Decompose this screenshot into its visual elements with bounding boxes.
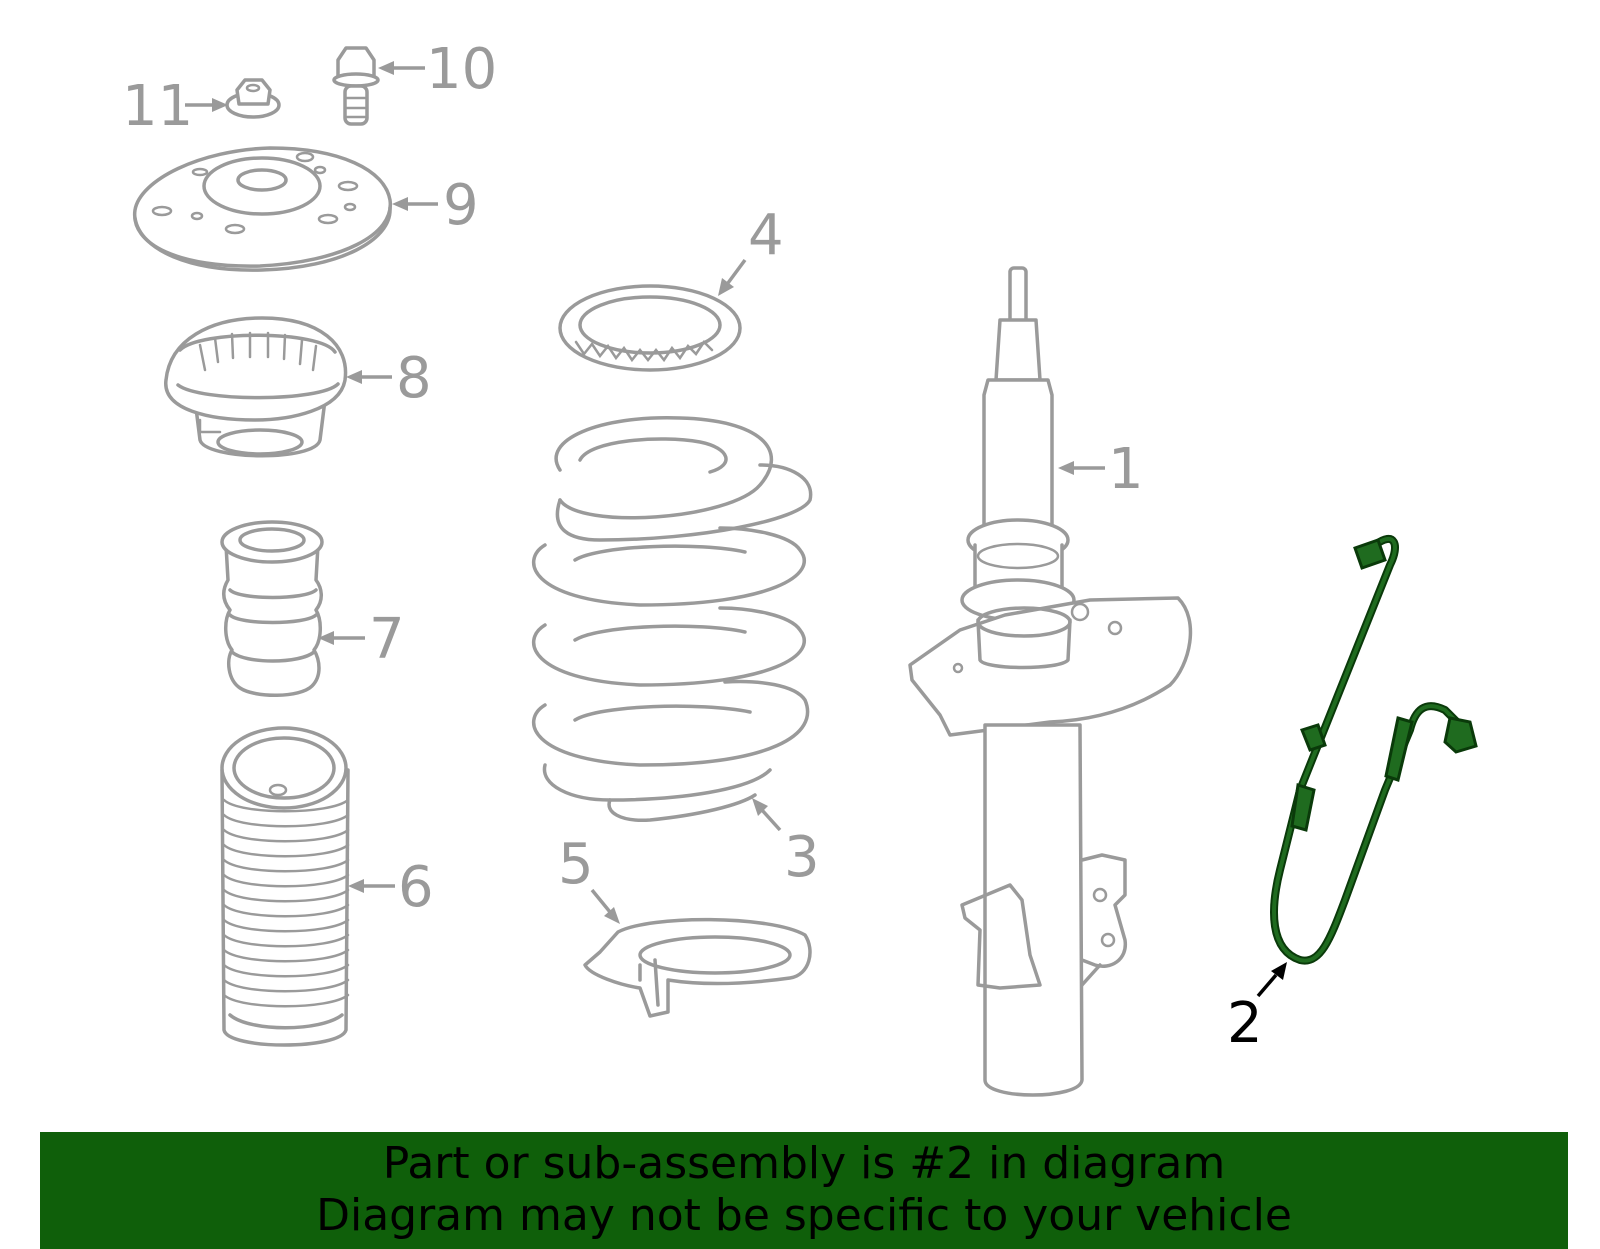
- callout-10: 10: [426, 37, 497, 102]
- banner-line-part-number: Part or sub-assembly is #2 in diagram: [382, 1138, 1226, 1189]
- part-notice-banner: Part or sub-assembly is #2 in diagram Di…: [40, 1132, 1568, 1249]
- part-9-upper-mount-plate[interactable]: [133, 146, 392, 272]
- callout-2: 2: [1227, 991, 1263, 1056]
- part-5-lower-spring-seat[interactable]: [583, 917, 812, 1018]
- part-11-flange-nut[interactable]: [225, 78, 281, 119]
- part-10-bolt[interactable]: [332, 46, 380, 126]
- callout-1: 1: [1108, 437, 1144, 502]
- part-4-spring-isolator[interactable]: [558, 284, 742, 372]
- part-2-wheel-speed-sensor-harness[interactable]: [1270, 535, 1478, 965]
- callout-4: 4: [748, 203, 784, 268]
- part-8-strut-bearing[interactable]: [164, 316, 348, 458]
- callout-11: 11: [122, 74, 193, 139]
- callout-labels: 11 10 9 8 7 6 4 3 5 1 2: [122, 37, 1263, 1056]
- banner-line-disclaimer: Diagram may not be specific to your vehi…: [316, 1190, 1292, 1241]
- callout-5: 5: [558, 832, 594, 897]
- callout-8: 8: [396, 346, 432, 411]
- part-7-bump-stop[interactable]: [220, 520, 324, 697]
- part-1-strut-assembly[interactable]: [908, 266, 1193, 1097]
- callout-3: 3: [784, 825, 820, 890]
- part-3-coil-spring[interactable]: [531, 416, 813, 822]
- part-6-dust-boot[interactable]: [220, 726, 350, 1047]
- callout-6: 6: [398, 855, 434, 920]
- leader-arrows: [185, 61, 1287, 998]
- callout-9: 9: [443, 173, 479, 238]
- callout-7: 7: [369, 607, 405, 672]
